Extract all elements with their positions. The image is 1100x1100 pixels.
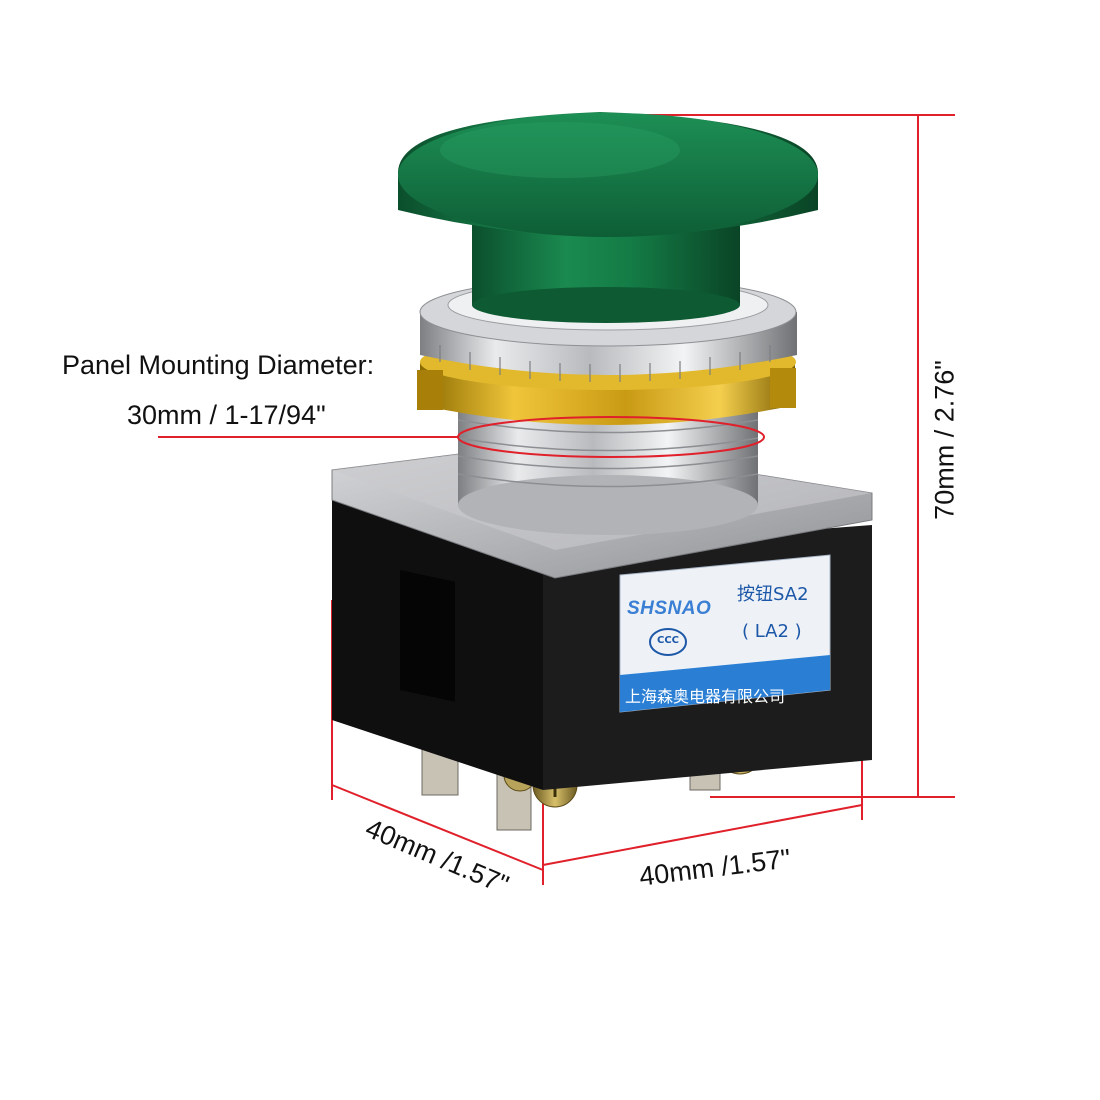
panel-mounting-label: Panel Mounting Diameter: [62, 350, 375, 380]
height-dimension-text: 70mm / 2.76" [929, 360, 960, 520]
brand-name: SHSNAO [627, 598, 712, 619]
panel-diameter-marker [158, 416, 765, 458]
product-label-sticker [619, 554, 831, 713]
mushroom-cap [398, 112, 818, 237]
height-dimension-lines [640, 114, 955, 798]
company-name: 上海森奥电器有限公司 [625, 687, 786, 706]
panel-mounting-value: 30mm / 1-17/94" [127, 400, 326, 430]
ccc-mark-text: CCC [657, 635, 680, 646]
model-line-2: ( LA2 ) [742, 621, 802, 642]
ccc-certification-icon [649, 628, 687, 656]
button-stem [472, 225, 740, 323]
model-line-1: 按钮SA2 [737, 584, 809, 605]
